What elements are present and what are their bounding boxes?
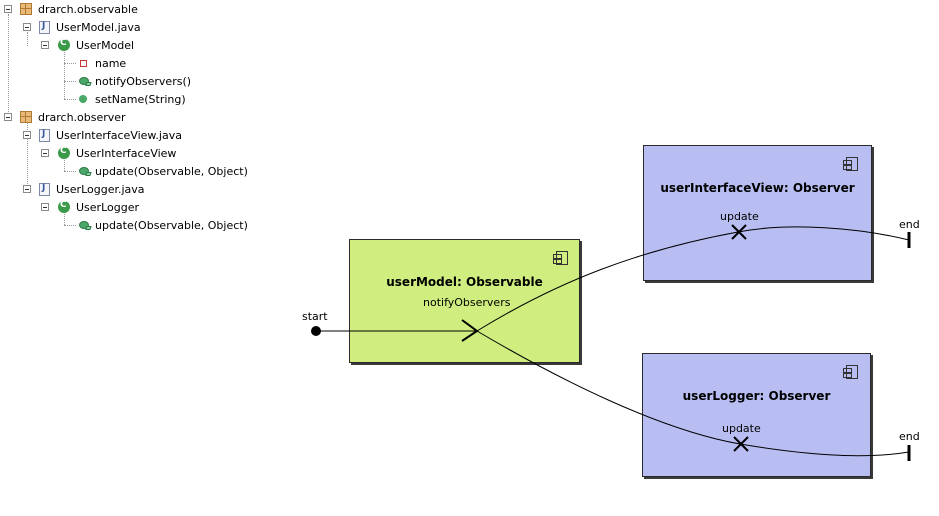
tree-item-method[interactable]: notifyObservers() [79,72,191,90]
collapse-toggle-icon[interactable] [41,149,49,157]
collapse-toggle-icon[interactable] [4,113,12,121]
tree-item-label: UserModel [76,38,135,52]
tree-item-label: UserInterfaceView [76,146,177,160]
tree-guide-line [64,158,65,171]
tree-item-label: UserInterfaceView.java [56,128,182,142]
tree-guide-line [64,212,65,225]
protected-method-icon [79,221,89,229]
tree-item-label: setName(String) [95,92,186,106]
tree-guide-line [64,63,76,64]
tree-item-package[interactable]: drarch.observer [20,108,126,126]
responsibility-label: notifyObservers [423,296,511,309]
private-field-icon [80,59,87,67]
component-icon [843,157,858,171]
component-icon [843,365,858,379]
collapse-toggle-icon[interactable] [23,185,31,193]
tree-item-field[interactable]: name [77,54,126,72]
end-label: end [899,218,920,231]
tree-guide-line [64,50,65,99]
component-title: userInterfaceView: Observer [660,181,855,195]
tree-item-class[interactable]: UserInterfaceView [58,144,176,162]
collapse-toggle-icon[interactable] [23,23,31,31]
tree-guide-line [8,14,9,118]
tree-item-label: UserLogger [76,200,139,214]
collapse-toggle-icon[interactable] [4,5,12,13]
start-label: start [302,310,328,323]
path-branch-logger [476,330,910,457]
class-icon [58,200,70,213]
tree-item-java-file[interactable]: UserModel.java [39,18,141,36]
component-user-model[interactable]: userModel: Observable [349,239,580,363]
tree-item-class[interactable]: UserModel [58,36,134,54]
responsibility-label: update [720,210,759,223]
tree-item-label: notifyObservers() [95,74,192,88]
class-icon [58,38,70,51]
responsibility-update-logger[interactable] [733,436,749,452]
tree-guide-line [27,32,28,46]
component-user-interface-view[interactable]: userInterfaceView: Observer [643,145,872,281]
collapse-toggle-icon[interactable] [41,41,49,49]
tree-guide-line [64,81,76,82]
responsibility-update-view[interactable] [731,224,747,240]
tree-item-label: drarch.observable [38,2,138,16]
package-icon [20,3,32,15]
java-file-icon [39,182,50,196]
tree-item-label: drarch.observer [38,110,126,124]
collapse-toggle-icon[interactable] [23,131,31,139]
tree-guide-line [64,99,76,100]
tree-guide-line [64,225,76,226]
tree-item-label: update(Observable, Object) [95,218,248,232]
java-file-icon [39,20,50,34]
component-title: userLogger: Observer [682,389,831,403]
tree-guide-line [64,171,76,172]
tree-item-java-file[interactable]: UserInterfaceView.java [39,126,182,144]
protected-method-icon [79,77,89,85]
tree-item-label: name [95,56,127,70]
component-user-logger[interactable]: userLogger: Observer [642,353,871,477]
java-file-icon [39,128,50,142]
responsibility-label: update [722,422,761,435]
component-icon [553,251,568,265]
tree-item-java-file[interactable]: UserLogger.java [39,180,145,198]
component-title: userModel: Observable [386,275,543,289]
end-label: end [899,430,920,443]
public-method-icon [79,95,87,103]
protected-method-icon [79,167,89,175]
class-icon [58,146,70,159]
tree-item-label: UserLogger.java [56,182,145,196]
path-branch-view [476,226,910,332]
tree-item-method[interactable]: setName(String) [77,90,186,108]
tree-item-package[interactable]: drarch.observable [20,0,138,18]
tree-item-label: update(Observable, Object) [95,164,248,178]
tree-item-class[interactable]: UserLogger [58,198,139,216]
collapse-toggle-icon[interactable] [41,203,49,211]
tree-item-method[interactable]: update(Observable, Object) [79,162,248,180]
package-icon [20,111,32,123]
tree-item-method[interactable]: update(Observable, Object) [79,216,248,234]
tree-guide-line [27,122,28,190]
package-explorer-tree: drarch.observable UserModel.java UserMod… [0,0,300,240]
tree-item-label: UserModel.java [56,20,141,34]
